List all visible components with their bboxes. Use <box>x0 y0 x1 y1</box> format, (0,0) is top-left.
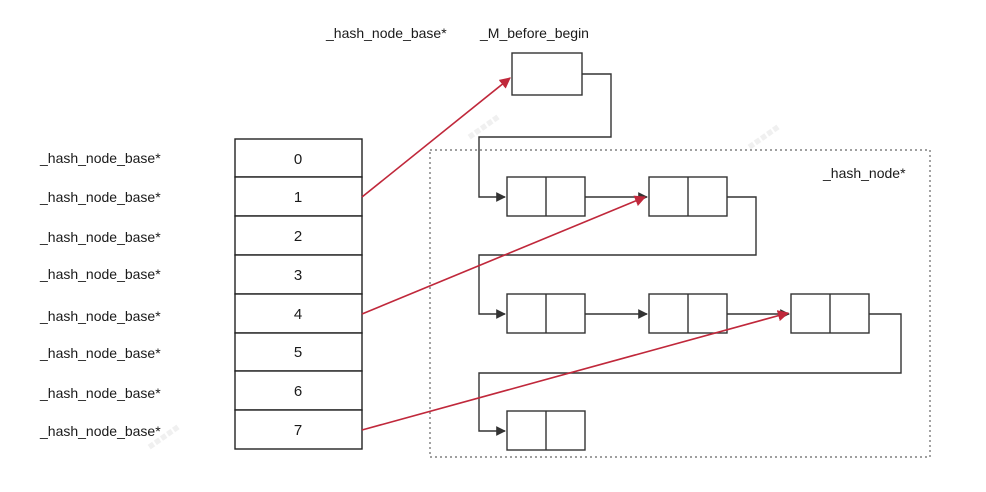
before-begin-label: _M_before_begin <box>479 25 589 41</box>
before-begin-type-label: _hash_node_base* <box>325 25 447 41</box>
bucket-4-pointer <box>361 195 647 315</box>
hash-node-region-label: _hash_node* <box>822 165 906 181</box>
bucket-cell <box>234 254 363 295</box>
list-node-2 <box>648 176 728 217</box>
bucket-index: 3 <box>294 267 302 284</box>
bucket-type-label: _hash_node_base* <box>39 423 161 439</box>
bucket-type-label: _hash_node_base* <box>39 308 161 324</box>
bucket-index: 4 <box>294 306 302 323</box>
list-node-5 <box>790 293 870 334</box>
bucket-index: 7 <box>294 422 302 439</box>
bucket-cell <box>234 293 363 334</box>
watermark: ▪▪▪▪▪ <box>744 120 782 152</box>
next-link-node2-to-node3 <box>478 196 757 319</box>
before-begin-node <box>511 52 583 96</box>
bucket-1-pointer <box>361 77 511 198</box>
list-node-4 <box>648 293 728 334</box>
list-node-3 <box>506 293 586 334</box>
bucket-cell <box>234 332 363 372</box>
bucket-type-label: _hash_node_base* <box>39 345 161 361</box>
bucket-cell <box>234 370 363 411</box>
bucket-index: 0 <box>294 151 302 168</box>
bucket-type-label: _hash_node_base* <box>39 385 161 401</box>
bucket-type-label: _hash_node_base* <box>39 229 161 245</box>
bucket-type-label: _hash_node_base* <box>39 189 161 205</box>
hash-node-region <box>429 149 931 458</box>
next-link-node5-to-node6 <box>478 313 902 436</box>
list-node-1 <box>506 176 586 217</box>
bucket-index: 6 <box>294 383 302 400</box>
next-link-before-begin-to-node1 <box>478 73 612 202</box>
bucket-cell <box>234 215 363 256</box>
bucket-array: 0 1 2 3 4 5 6 7 <box>234 138 363 450</box>
list-node-6 <box>506 410 586 451</box>
bucket-7-pointer <box>361 310 790 431</box>
bucket-index: 5 <box>294 344 302 361</box>
bucket-type-labels: _hash_node_base* _hash_node_base* _hash_… <box>39 150 161 439</box>
bucket-index: 2 <box>294 228 302 245</box>
bucket-type-label: _hash_node_base* <box>39 266 161 282</box>
bucket-cell <box>234 176 363 217</box>
bucket-type-label: _hash_node_base* <box>39 150 161 166</box>
bucket-index: 1 <box>294 189 302 206</box>
